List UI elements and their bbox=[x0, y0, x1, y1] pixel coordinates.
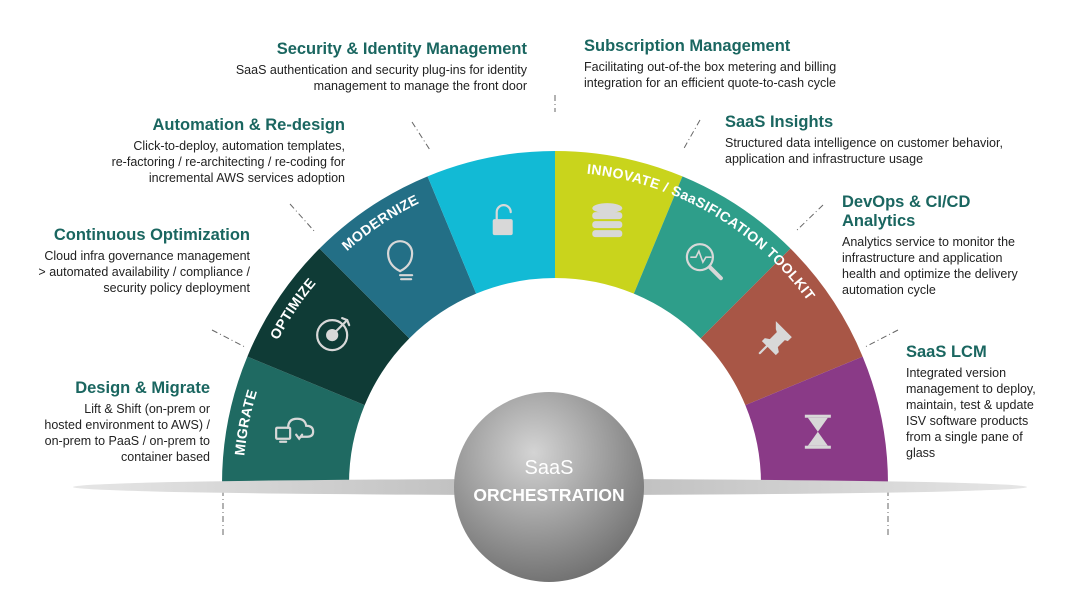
block-continuous: Continuous Optimization Cloud infra gove… bbox=[10, 226, 250, 296]
block-subscription: Subscription Management Facilitating out… bbox=[584, 37, 914, 91]
cloud-sync-icon bbox=[275, 417, 315, 443]
block-security-desc: SaaS authentication and security plug-in… bbox=[235, 63, 527, 93]
center-sphere bbox=[454, 392, 644, 582]
center-title-line1: SaaS bbox=[524, 457, 574, 479]
segment-optimize bbox=[247, 248, 410, 406]
leader-lines bbox=[211, 95, 899, 535]
leader-line bbox=[864, 329, 899, 348]
search-analytics-icon bbox=[685, 243, 723, 281]
block-insights-desc: Structured data intelligence on customer… bbox=[725, 136, 1003, 166]
block-security-title: Security & Identity Management bbox=[276, 40, 527, 58]
pushpin-icon bbox=[758, 321, 792, 356]
block-continuous-title: Continuous Optimization bbox=[53, 226, 250, 244]
segment-security bbox=[427, 151, 555, 294]
block-subscription-title: Subscription Management bbox=[584, 37, 791, 55]
leader-line bbox=[411, 121, 431, 151]
unlock-icon bbox=[492, 204, 513, 236]
center-title: SaaS ORCHESTRATION bbox=[455, 455, 643, 509]
leader-line bbox=[682, 119, 701, 151]
database-icon bbox=[592, 203, 623, 238]
block-automation: Automation & Re-design Click-to-deploy, … bbox=[40, 116, 345, 186]
block-automation-title: Automation & Re-design bbox=[152, 116, 346, 134]
hourglass-icon bbox=[804, 414, 831, 449]
block-design-title: Design & Migrate bbox=[75, 379, 210, 397]
lightbulb-icon bbox=[387, 240, 414, 281]
segment-devops bbox=[700, 248, 863, 406]
block-security: Security & Identity Management SaaS auth… bbox=[190, 40, 527, 94]
block-automation-desc: Click-to-deploy, automation templates,re… bbox=[111, 139, 345, 185]
block-subscription-desc: Facilitating out-of-the box metering and… bbox=[584, 60, 837, 90]
block-design: Design & Migrate Lift & Shift (on-prem o… bbox=[10, 379, 210, 465]
target-icon bbox=[316, 317, 351, 352]
leader-line bbox=[289, 203, 316, 233]
block-continuous-desc: Cloud infra governance management> autom… bbox=[38, 249, 250, 295]
leader-line bbox=[211, 329, 246, 348]
block-lcm-title: SaaS LCM bbox=[906, 343, 987, 361]
segment-modernize bbox=[319, 176, 477, 339]
block-insights-title: SaaS Insights bbox=[725, 113, 834, 131]
leader-line bbox=[794, 204, 824, 233]
segment-icons bbox=[275, 203, 831, 449]
block-insights: SaaS Insights Structured data intelligen… bbox=[725, 113, 1055, 167]
center-title-line2: ORCHESTRATION bbox=[473, 485, 625, 505]
